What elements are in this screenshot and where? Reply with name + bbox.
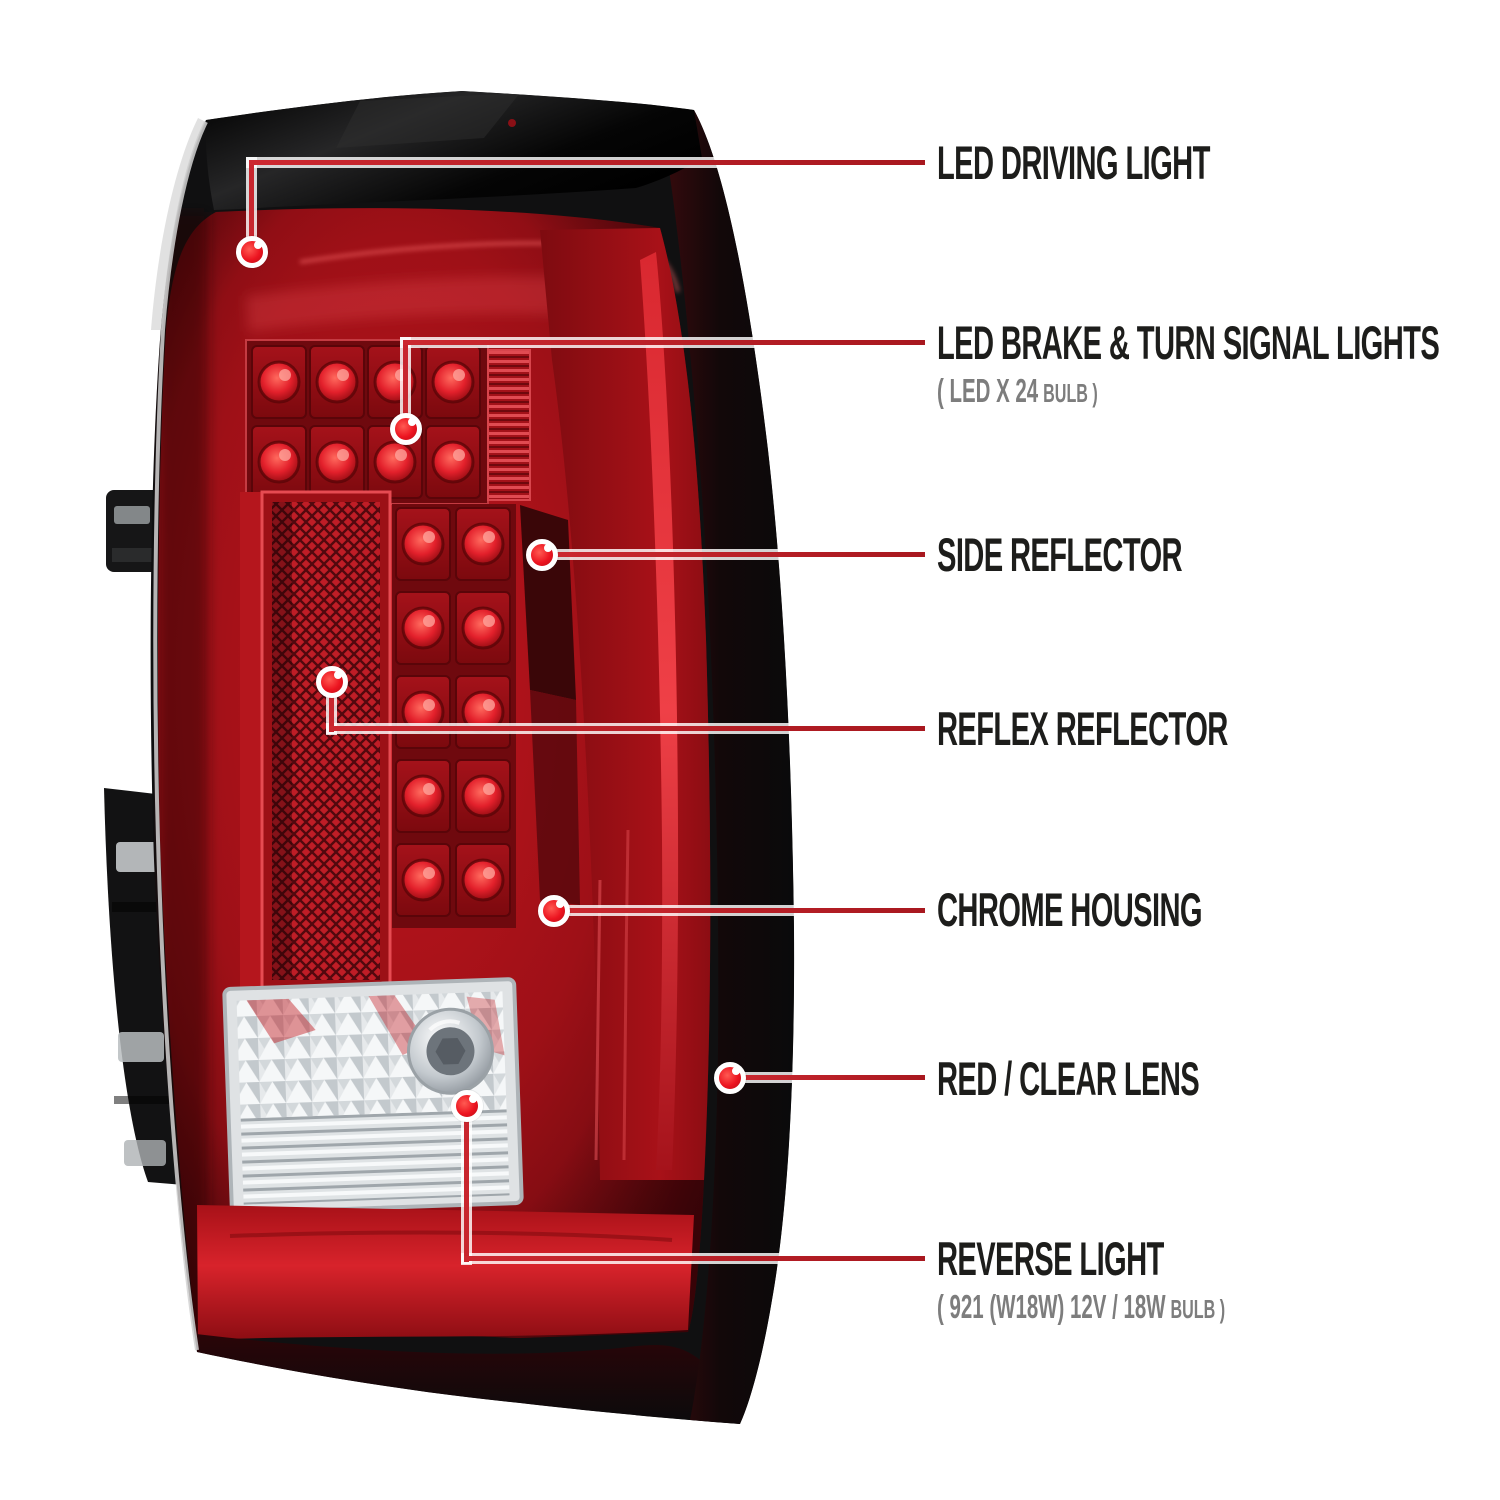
callout-label: RED / CLEAR LENS [937, 1055, 1360, 1103]
callout-title: RED / CLEAR LENS [937, 1052, 1200, 1105]
smoked-outer-lens [660, 110, 795, 1424]
callout-line [403, 340, 925, 345]
callout-line [554, 908, 925, 913]
callout-dot [236, 236, 268, 268]
callout-dot [526, 539, 558, 571]
callout-label: LED DRIVING LIGHT [937, 139, 1377, 187]
callout-line [730, 1075, 925, 1080]
reverse-light-section [222, 977, 524, 1215]
callout-line [464, 1256, 925, 1261]
ribbed-light-strip [487, 349, 531, 501]
top-black-cap [205, 91, 703, 210]
callout-title: CHROME HOUSING [937, 883, 1203, 936]
callout-dot [714, 1062, 746, 1094]
callout-label: CHROME HOUSING [937, 886, 1364, 934]
callout-title: REVERSE LIGHT [937, 1232, 1164, 1285]
callout-label: SIDE REFLECTOR [937, 531, 1332, 579]
led-brake-turn-array [245, 339, 516, 928]
callout-dot [316, 666, 348, 698]
bottom-red-band [197, 1205, 694, 1340]
left-edge-highlight [153, 121, 208, 1351]
callout-line [329, 726, 925, 731]
callout-dot [451, 1090, 483, 1122]
callout-title: LED DRIVING LIGHT [937, 136, 1210, 189]
reflex-reflector-mesh [240, 490, 392, 992]
callout-line [249, 163, 254, 252]
callout-dot [390, 413, 422, 445]
callout-title: SIDE REFLECTOR [937, 528, 1183, 581]
callout-label: REFLEX REFLECTOR [937, 705, 1406, 753]
callout-line [403, 343, 408, 429]
chrome-housing-reflection [540, 228, 711, 1180]
callout-line [329, 682, 334, 732]
reverse-bulb [406, 1007, 494, 1095]
bottom-black-band [196, 1334, 740, 1424]
callout-title: REFLEX REFLECTOR [937, 702, 1228, 755]
callout-label: LED BRAKE & TURN SIGNAL LIGHTS ( LED X 2… [937, 319, 1500, 413]
callout-title: LED BRAKE & TURN SIGNAL LIGHTS [937, 316, 1440, 369]
callout-line [249, 160, 925, 165]
callout-line [464, 1106, 469, 1262]
callout-line [542, 552, 925, 557]
callout-dot [538, 895, 570, 927]
left-edge-sheen [151, 118, 206, 330]
